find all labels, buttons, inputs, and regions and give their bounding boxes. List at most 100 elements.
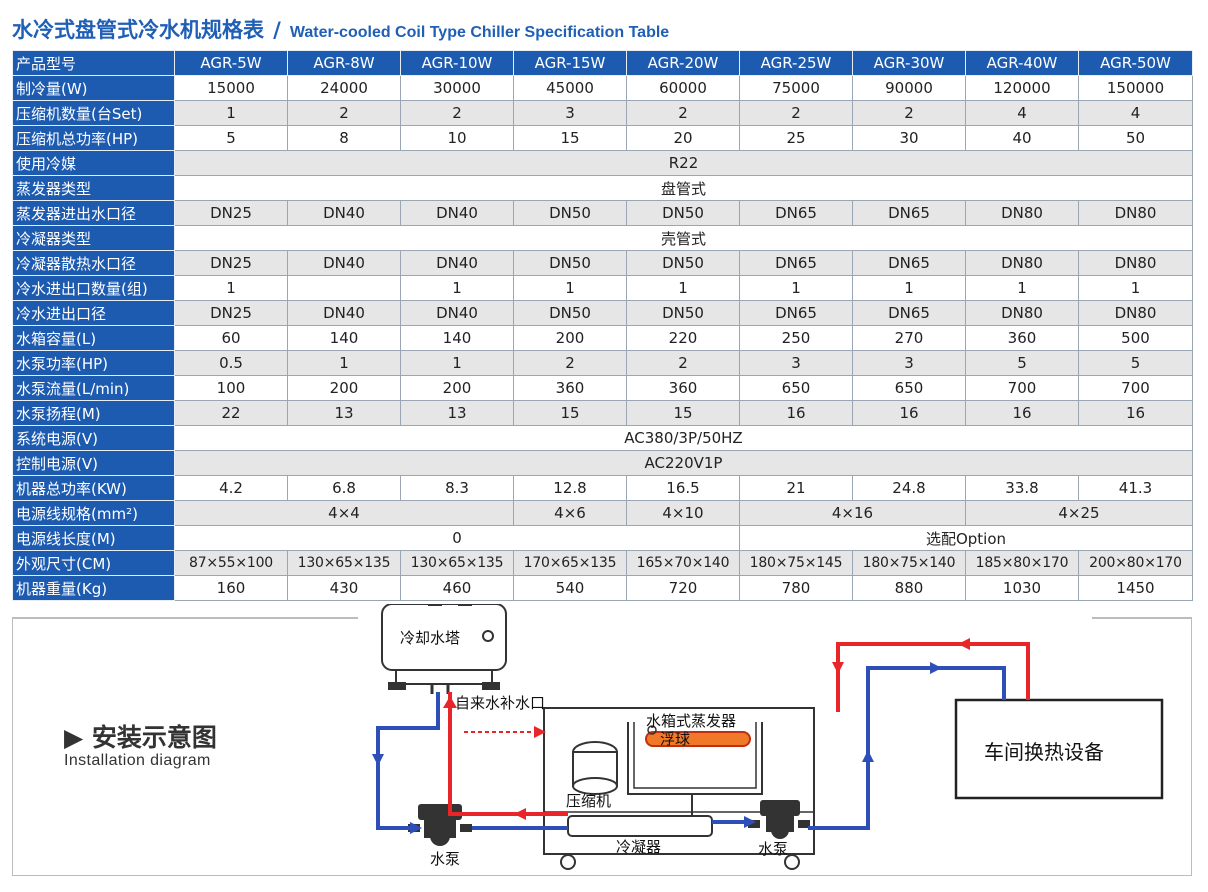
cooling-tower-label: 冷却水塔	[400, 629, 461, 647]
table-group-cell: 4×6	[513, 500, 627, 526]
table-cell: DN80	[1078, 300, 1193, 326]
table-cell: 460	[400, 575, 514, 601]
table-cell: 13	[287, 400, 401, 426]
table-cell: 10	[400, 125, 514, 151]
pump-left-label: 水泵	[430, 850, 461, 868]
condenser-label: 冷凝器	[616, 838, 662, 856]
table-group-cell: 4×16	[739, 500, 966, 526]
table-cell: DN65	[852, 250, 966, 276]
installation-diagram	[11, 600, 1193, 877]
table-cell: 720	[626, 575, 740, 601]
table-cell: DN50	[513, 250, 627, 276]
table-cell: 3	[513, 100, 627, 126]
table-cell: 16	[852, 400, 966, 426]
table-cell: 180×75×140	[852, 550, 966, 576]
page-title: 水冷式盘管式冷水机规格表 / Water-cooled Coil Type Ch…	[12, 14, 669, 44]
model-header-cell: AGR-30W	[852, 50, 966, 76]
hot-water-line	[448, 642, 1030, 816]
table-cell: 15000	[174, 75, 288, 101]
table-cell: 1	[739, 275, 853, 301]
table-cell: 40	[965, 125, 1079, 151]
table-cell: 87×55×100	[174, 550, 288, 576]
table-cell: 200×80×170	[1078, 550, 1193, 576]
table-group-cell: 选配Option	[739, 525, 1193, 551]
table-cell: 180×75×145	[739, 550, 853, 576]
table-cell: 1	[1078, 275, 1193, 301]
row-label: 压缩机总功率(HP)	[12, 125, 175, 151]
pump-right-icon	[748, 800, 810, 839]
table-cell: DN25	[174, 300, 288, 326]
table-cell: 20	[626, 125, 740, 151]
table-cell: DN65	[739, 300, 853, 326]
table-cell: 22	[174, 400, 288, 426]
table-group-cell: 4×4	[174, 500, 514, 526]
table-cell: DN65	[739, 200, 853, 226]
table-cell: 3	[852, 350, 966, 376]
table-cell: 130×65×135	[400, 550, 514, 576]
table-cell: DN65	[852, 300, 966, 326]
table-cell: 150000	[1078, 75, 1193, 101]
table-cell: 650	[739, 375, 853, 401]
table-cell: 360	[513, 375, 627, 401]
row-label: 冷凝器类型	[12, 225, 175, 251]
table-group-cell: 4×10	[626, 500, 740, 526]
table-cell: 4	[965, 100, 1079, 126]
row-label: 使用冷媒	[12, 150, 175, 176]
makeup-water-label: 自来水补水口	[455, 694, 546, 712]
table-cell: DN80	[1078, 200, 1193, 226]
row-label: 外观尺寸(CM)	[12, 550, 175, 576]
table-cell: 8.3	[400, 475, 514, 501]
table-cell: 16	[965, 400, 1079, 426]
model-header-cell: AGR-5W	[174, 50, 288, 76]
row-label: 电源线长度(M)	[12, 525, 175, 551]
table-cell: DN50	[513, 200, 627, 226]
table-cell: 25	[739, 125, 853, 151]
table-cell: 360	[626, 375, 740, 401]
table-cell: DN25	[174, 200, 288, 226]
row-label: 机器总功率(KW)	[12, 475, 175, 501]
table-cell: 270	[852, 325, 966, 351]
pump-left-icon	[408, 804, 472, 846]
table-cell: 30000	[400, 75, 514, 101]
row-label: 水泵流量(L/min)	[12, 375, 175, 401]
table-cell: DN50	[513, 300, 627, 326]
table-span-cell: 壳管式	[174, 225, 1193, 251]
table-cell: 50	[1078, 125, 1193, 151]
row-label: 机器重量(Kg)	[12, 575, 175, 601]
table-cell: 2	[626, 100, 740, 126]
model-header-cell: AGR-8W	[287, 50, 401, 76]
row-label: 冷水进出口径	[12, 300, 175, 326]
table-cell: 165×70×140	[626, 550, 740, 576]
table-cell: 16	[739, 400, 853, 426]
workshop-equipment-box	[954, 698, 1164, 800]
table-cell: 2	[513, 350, 627, 376]
compressor-label: 压缩机	[566, 792, 612, 810]
row-label: 压缩机数量(台Set)	[12, 100, 175, 126]
row-label: 制冷量(W)	[12, 75, 175, 101]
table-span-cell: AC380/3P/50HZ	[174, 425, 1193, 451]
table-cell: 5	[965, 350, 1079, 376]
table-cell: 250	[739, 325, 853, 351]
table-cell: DN25	[174, 250, 288, 276]
model-header-cell: AGR-50W	[1078, 50, 1193, 76]
table-cell: 1	[174, 100, 288, 126]
table-cell: DN50	[626, 250, 740, 276]
table-span-cell: R22	[174, 150, 1193, 176]
cooling-tower-icon	[381, 600, 507, 694]
table-cell: 360	[965, 325, 1079, 351]
table-row: 冷凝器类型壳管式	[12, 225, 1193, 251]
row-label: 电源线规格(mm²)	[12, 500, 175, 526]
table-cell: 185×80×170	[965, 550, 1079, 576]
row-label: 水箱容量(L)	[12, 325, 175, 351]
table-cell: 2	[626, 350, 740, 376]
model-header-cell: AGR-25W	[739, 50, 853, 76]
table-cell: 24.8	[852, 475, 966, 501]
table-cell: 4.2	[174, 475, 288, 501]
